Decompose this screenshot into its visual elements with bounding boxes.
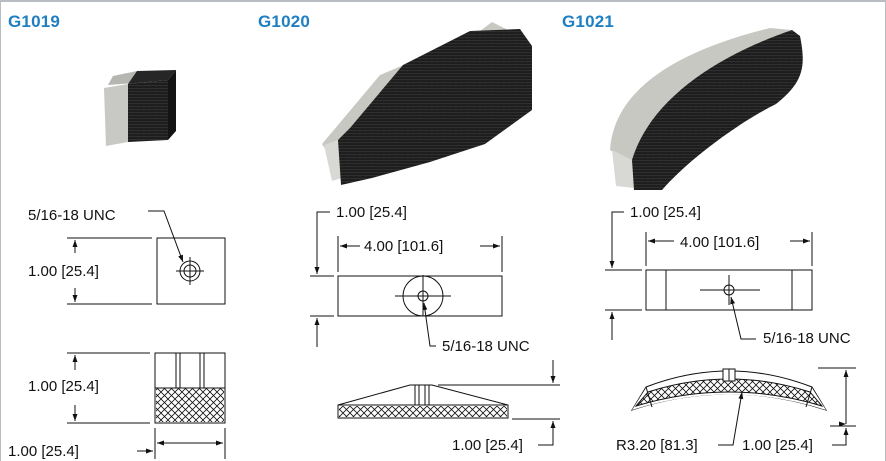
g1019-side-view bbox=[67, 352, 226, 459]
g1021-thickness-label: 1.00 [25.4] bbox=[742, 437, 813, 454]
g1019-thread-label: 5/16-18 UNC bbox=[28, 207, 116, 224]
g1019-top-view bbox=[67, 210, 226, 305]
product-code-g1021: G1021 bbox=[562, 12, 615, 31]
g1021-length-label: 4.00 [101.6] bbox=[680, 234, 759, 251]
g1020-photo bbox=[322, 22, 532, 185]
g1021-radius-label: R3.20 [81.3] bbox=[616, 437, 698, 454]
g1020-length-label: 4.00 [101.6] bbox=[364, 238, 443, 255]
g1021-top-view bbox=[605, 211, 813, 340]
product-code-g1020: G1020 bbox=[258, 12, 311, 31]
g1019-height2-label: 1.00 [25.4] bbox=[28, 378, 99, 395]
g1019-width-label: 1.00 [25.4] bbox=[8, 443, 79, 460]
g1021-side-view bbox=[630, 367, 856, 446]
g1020-top-view bbox=[310, 211, 503, 347]
g1020-side-view bbox=[337, 360, 560, 446]
product-code-g1019: G1019 bbox=[8, 12, 61, 31]
g1020-thread-label: 5/16-18 UNC bbox=[442, 338, 530, 355]
g1021-photo bbox=[610, 28, 803, 190]
g1021-thread-label: 5/16-18 UNC bbox=[763, 330, 851, 347]
g1019-height-label: 1.00 [25.4] bbox=[28, 263, 99, 280]
g1020-thickness-label: 1.00 [25.4] bbox=[452, 437, 523, 454]
g1020-top-dim-label: 1.00 [25.4] bbox=[336, 204, 407, 221]
g1021-top-dim-label: 1.00 [25.4] bbox=[630, 204, 701, 221]
g1019-photo bbox=[104, 70, 176, 146]
